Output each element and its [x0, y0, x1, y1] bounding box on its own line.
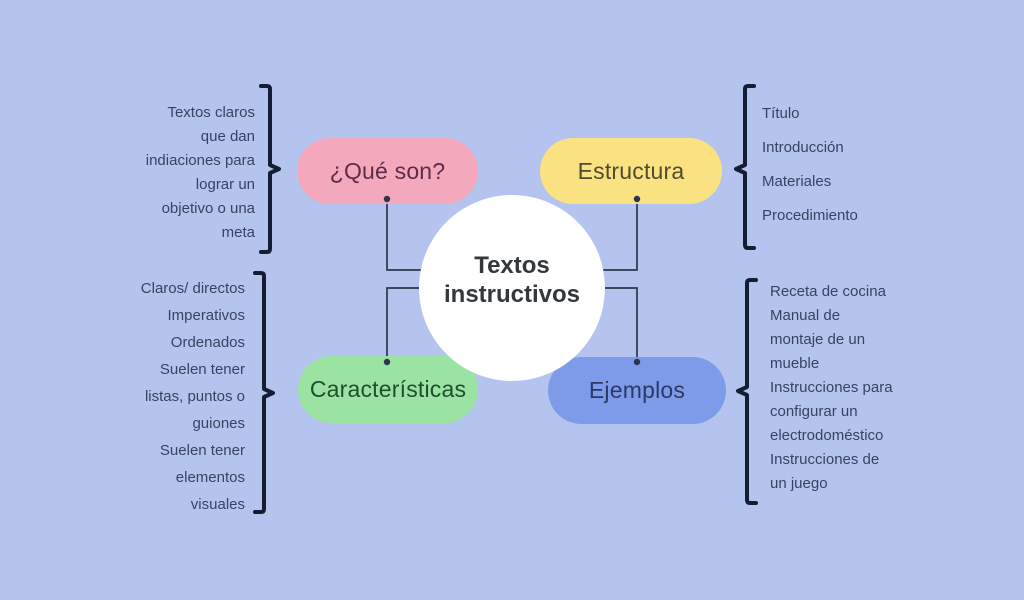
central-topic-title: Textos instructivos	[444, 251, 580, 309]
annotation-line: elementos	[175, 469, 245, 486]
annotation-line: electrodoméstico	[770, 427, 884, 444]
connector-dot-que-son	[383, 195, 391, 203]
annotation-line: Ordenados	[170, 334, 245, 351]
node-estructura: Estructura	[540, 138, 722, 204]
central-topic-title-line1: Textos	[474, 252, 550, 279]
annotation-line: lograr un	[195, 176, 255, 193]
annotation-line: Instrucciones de	[770, 451, 880, 468]
node-estructura-label: Estructura	[577, 157, 685, 184]
annotation-line: Textos claros	[167, 104, 255, 121]
node-caracteristicas-label: Características	[309, 376, 467, 402]
bracket-ejemplos	[736, 278, 758, 505]
bracket-estructura	[734, 84, 756, 250]
annotation-line: Instrucciones para	[770, 379, 893, 396]
connector-dot-estructura	[633, 195, 641, 203]
central-topic-title-line2: instructivos	[443, 281, 581, 308]
node-que-son-label: ¿Qué son?	[329, 157, 446, 184]
annotation-line: un juego	[770, 475, 828, 492]
annotation-line: Suelen tener	[159, 442, 245, 459]
annotation-line: Suelen tener	[159, 361, 245, 378]
central-topic-circle: Textos instructivos	[419, 195, 605, 381]
annotation-line: Procedimiento	[762, 207, 858, 224]
node-que-son: ¿Qué son?	[297, 138, 478, 204]
annotation-line: Título	[762, 105, 800, 122]
annotation-line: Imperativos	[167, 307, 245, 324]
annotation-line: Materiales	[762, 173, 832, 190]
annotation-line: objetivo o una	[161, 200, 255, 217]
annotation-line: montaje de un	[770, 331, 866, 348]
bracket-que-son	[259, 84, 281, 254]
node-caracteristicas: Características	[298, 356, 478, 423]
node-ejemplos-label: Ejemplos	[588, 377, 686, 403]
annotation-line: configurar un	[770, 403, 858, 420]
annotation-line: listas, puntos o	[144, 388, 245, 405]
connector-caracteristicas	[386, 287, 465, 362]
annotation-line: mueble	[770, 355, 820, 372]
annotation-line: Claros/ directos	[140, 280, 245, 297]
annotation-line: visuales	[190, 496, 245, 513]
annotation-line: guiones	[192, 415, 245, 432]
connector-que-son	[386, 199, 465, 271]
annotation-line: que dan	[200, 128, 255, 145]
annotation-line: Receta de cocina	[770, 283, 886, 300]
annotation-line: Manual de	[770, 307, 841, 324]
connector-estructura	[560, 199, 638, 271]
annotation-que-son: Textos claros que dan indiaciones para logr…	[60, 101, 255, 245]
annotation-line: Introducción	[762, 139, 844, 156]
connector-dot-caracteristicas	[383, 358, 391, 366]
connector-dot-ejemplos	[633, 358, 641, 366]
annotation-line: indiaciones para	[145, 152, 255, 169]
annotation-line: meta	[221, 224, 255, 241]
connector-ejemplos	[560, 287, 638, 362]
node-ejemplos: Ejemplos	[548, 357, 726, 424]
bracket-caracteristicas	[253, 271, 275, 514]
